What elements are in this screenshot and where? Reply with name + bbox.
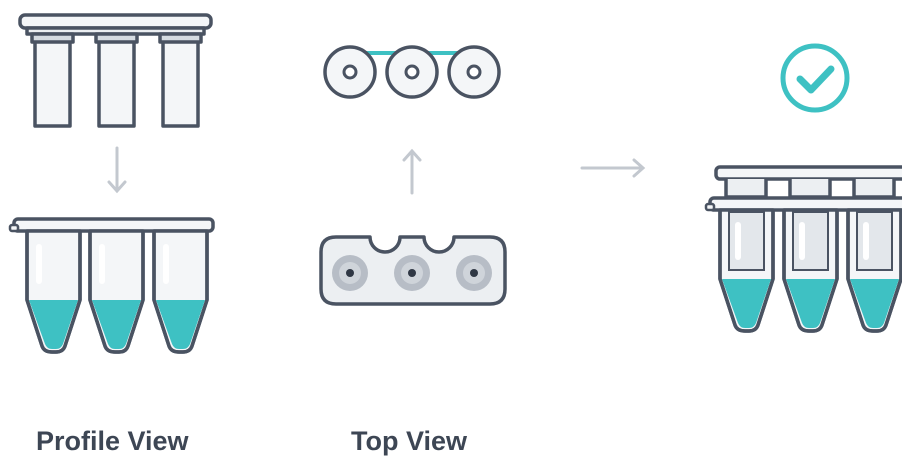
capped-tube-strip: [704, 165, 902, 333]
capped-tube-1: [718, 208, 775, 333]
profile-view-caption: Profile View: [36, 426, 189, 456]
tube-strip-top-view: [319, 235, 507, 306]
arrow-right-icon: [580, 158, 646, 178]
tube-1: [25, 229, 82, 354]
top-view-caption: Top View: [351, 426, 468, 456]
arrow-down-icon: [107, 146, 127, 194]
capped-tube-2: [782, 208, 839, 333]
cap-strip-top-view: [323, 45, 501, 99]
arrow-up-icon: [402, 148, 422, 195]
tube-2: [88, 229, 145, 354]
capped-tube-3: [846, 208, 902, 333]
cap-strip-profile: [18, 13, 213, 128]
check-circle-icon: [780, 43, 850, 113]
tube-strip-profile: [8, 217, 215, 354]
tube-3: [152, 229, 209, 354]
